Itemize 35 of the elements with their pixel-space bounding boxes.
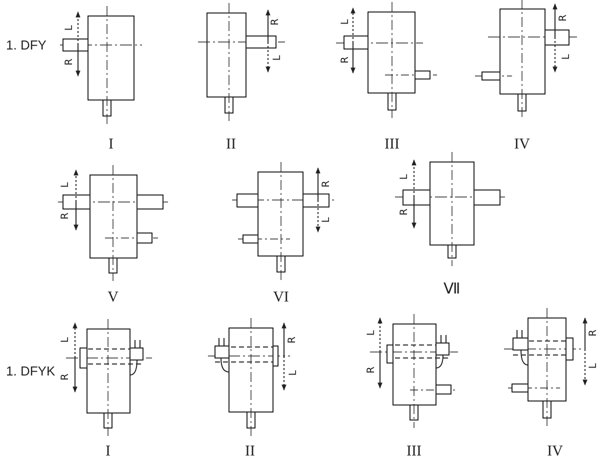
direction-letter: R bbox=[589, 330, 599, 336]
mounting-numeral: IV bbox=[547, 444, 563, 460]
direction-letter: L bbox=[562, 54, 572, 60]
mounting-numeral: III bbox=[406, 444, 422, 460]
direction-letter: R bbox=[341, 56, 351, 64]
direction-letter: R bbox=[61, 374, 71, 380]
direction-letter: L bbox=[61, 337, 71, 343]
direction-letter: L bbox=[341, 19, 351, 25]
direction-letter: R bbox=[61, 212, 71, 220]
mounting-numeral: I bbox=[106, 444, 110, 460]
direction-letter: L bbox=[367, 330, 377, 336]
mounting-numeral: Ⅶ bbox=[444, 282, 460, 298]
mounting-numeral: VI bbox=[273, 290, 289, 306]
mounting-numeral: II bbox=[226, 138, 236, 152]
direction-letter: R bbox=[271, 18, 281, 26]
direction-letter: R bbox=[288, 336, 298, 344]
direction-letter: L bbox=[65, 25, 75, 31]
direction-letter: R bbox=[367, 366, 377, 374]
model-label: 1. DFY bbox=[6, 38, 46, 52]
direction-letter: R bbox=[400, 208, 410, 216]
direction-letter: L bbox=[273, 55, 283, 61]
mounting-numeral: IV bbox=[514, 138, 530, 152]
direction-letter: L bbox=[322, 217, 332, 223]
direction-letter: L bbox=[61, 182, 71, 188]
mounting-numeral: III bbox=[384, 138, 400, 152]
direction-letter: L bbox=[589, 363, 599, 369]
direction-letter: R bbox=[559, 14, 569, 22]
mounting-numeral: II bbox=[245, 444, 255, 460]
model-label: 1. DFYK bbox=[6, 364, 56, 378]
direction-letter: L bbox=[289, 370, 299, 376]
mounting-numeral: I bbox=[108, 138, 114, 152]
direction-letter: L bbox=[400, 174, 410, 180]
direction-letter: R bbox=[322, 180, 332, 188]
direction-letter: R bbox=[65, 58, 75, 66]
mounting-numeral: V bbox=[108, 290, 118, 306]
